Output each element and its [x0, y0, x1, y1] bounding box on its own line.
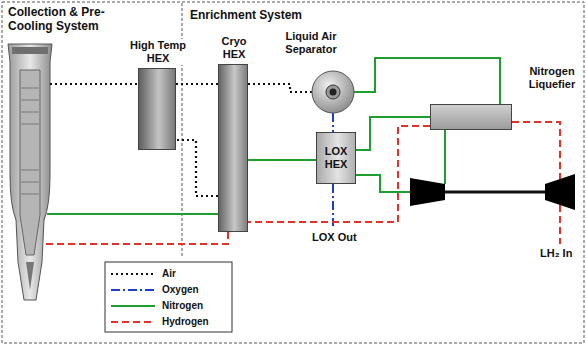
air-intake-line [50, 83, 138, 85]
nitrogen-loop-line [350, 175, 410, 192]
separator-core [330, 89, 337, 96]
legend-line-sample [111, 289, 155, 291]
flow-line [248, 126, 430, 222]
heat-exchanger: LOX HEX [316, 132, 356, 184]
stream-label: LOX Out [312, 231, 357, 244]
machine-shaft [445, 191, 545, 194]
section-title: Enrichment System [190, 8, 302, 22]
legend-line-sample [111, 318, 155, 326]
liquefier-box: Nitrogen Liquefier [430, 104, 512, 130]
heat-exchanger: Cryo HEX [218, 64, 248, 232]
component-label: Nitrogen Liquefier [523, 65, 581, 91]
jet-engine [8, 44, 52, 300]
engine-stages [21, 88, 39, 194]
section-title: Collection & Pre-Cooling System [8, 5, 132, 33]
flow-line [354, 58, 500, 104]
engine-nozzle-cone [26, 262, 34, 290]
turbine-symbol [545, 174, 575, 210]
component-label: LOX HEX [317, 145, 355, 171]
legend-line-sample [111, 270, 155, 278]
separator-outline [311, 70, 355, 114]
hydrogen-line [512, 122, 560, 179]
engine-core [20, 70, 40, 255]
legend-line-sample [111, 273, 155, 275]
legend-text: Nitrogen [162, 299, 203, 312]
separator-shell [312, 71, 354, 113]
component-label: Liquid Air Separator [275, 30, 347, 56]
nitrogen-loop-line [444, 130, 446, 184]
flow-line [248, 84, 312, 92]
heat-exchanger: High Temp HEX [138, 68, 176, 150]
stream-label: LH₂ In [540, 247, 572, 260]
hydrogen-inlet-line [559, 205, 561, 244]
legend-text: Air [162, 267, 176, 280]
oxygen-outlet-line [332, 184, 334, 226]
nitrogen-return-line [47, 213, 218, 215]
component-label: High Temp HEX [125, 39, 191, 65]
separator-vessel: Liquid Air Separator [311, 70, 355, 114]
legend-box [105, 262, 232, 332]
hydrogen-fuel-line [44, 232, 228, 244]
engine-nacelle [8, 44, 52, 300]
separator-core [326, 85, 340, 99]
engine-fan [12, 47, 48, 54]
legend-line-sample [111, 302, 155, 310]
legend-text: Hydrogen [162, 315, 209, 328]
compressor-symbol [410, 178, 445, 206]
legend-text: Oxygen [162, 283, 199, 296]
flow-line [176, 83, 218, 85]
flow-line [332, 113, 334, 132]
legend-line-sample [111, 321, 155, 323]
legend-line-sample [111, 286, 155, 294]
flow-line [176, 140, 218, 196]
component-label: Cryo HEX [215, 35, 253, 61]
flow-line [248, 159, 316, 161]
legend-line-sample [111, 305, 155, 307]
flow-line [356, 117, 430, 150]
